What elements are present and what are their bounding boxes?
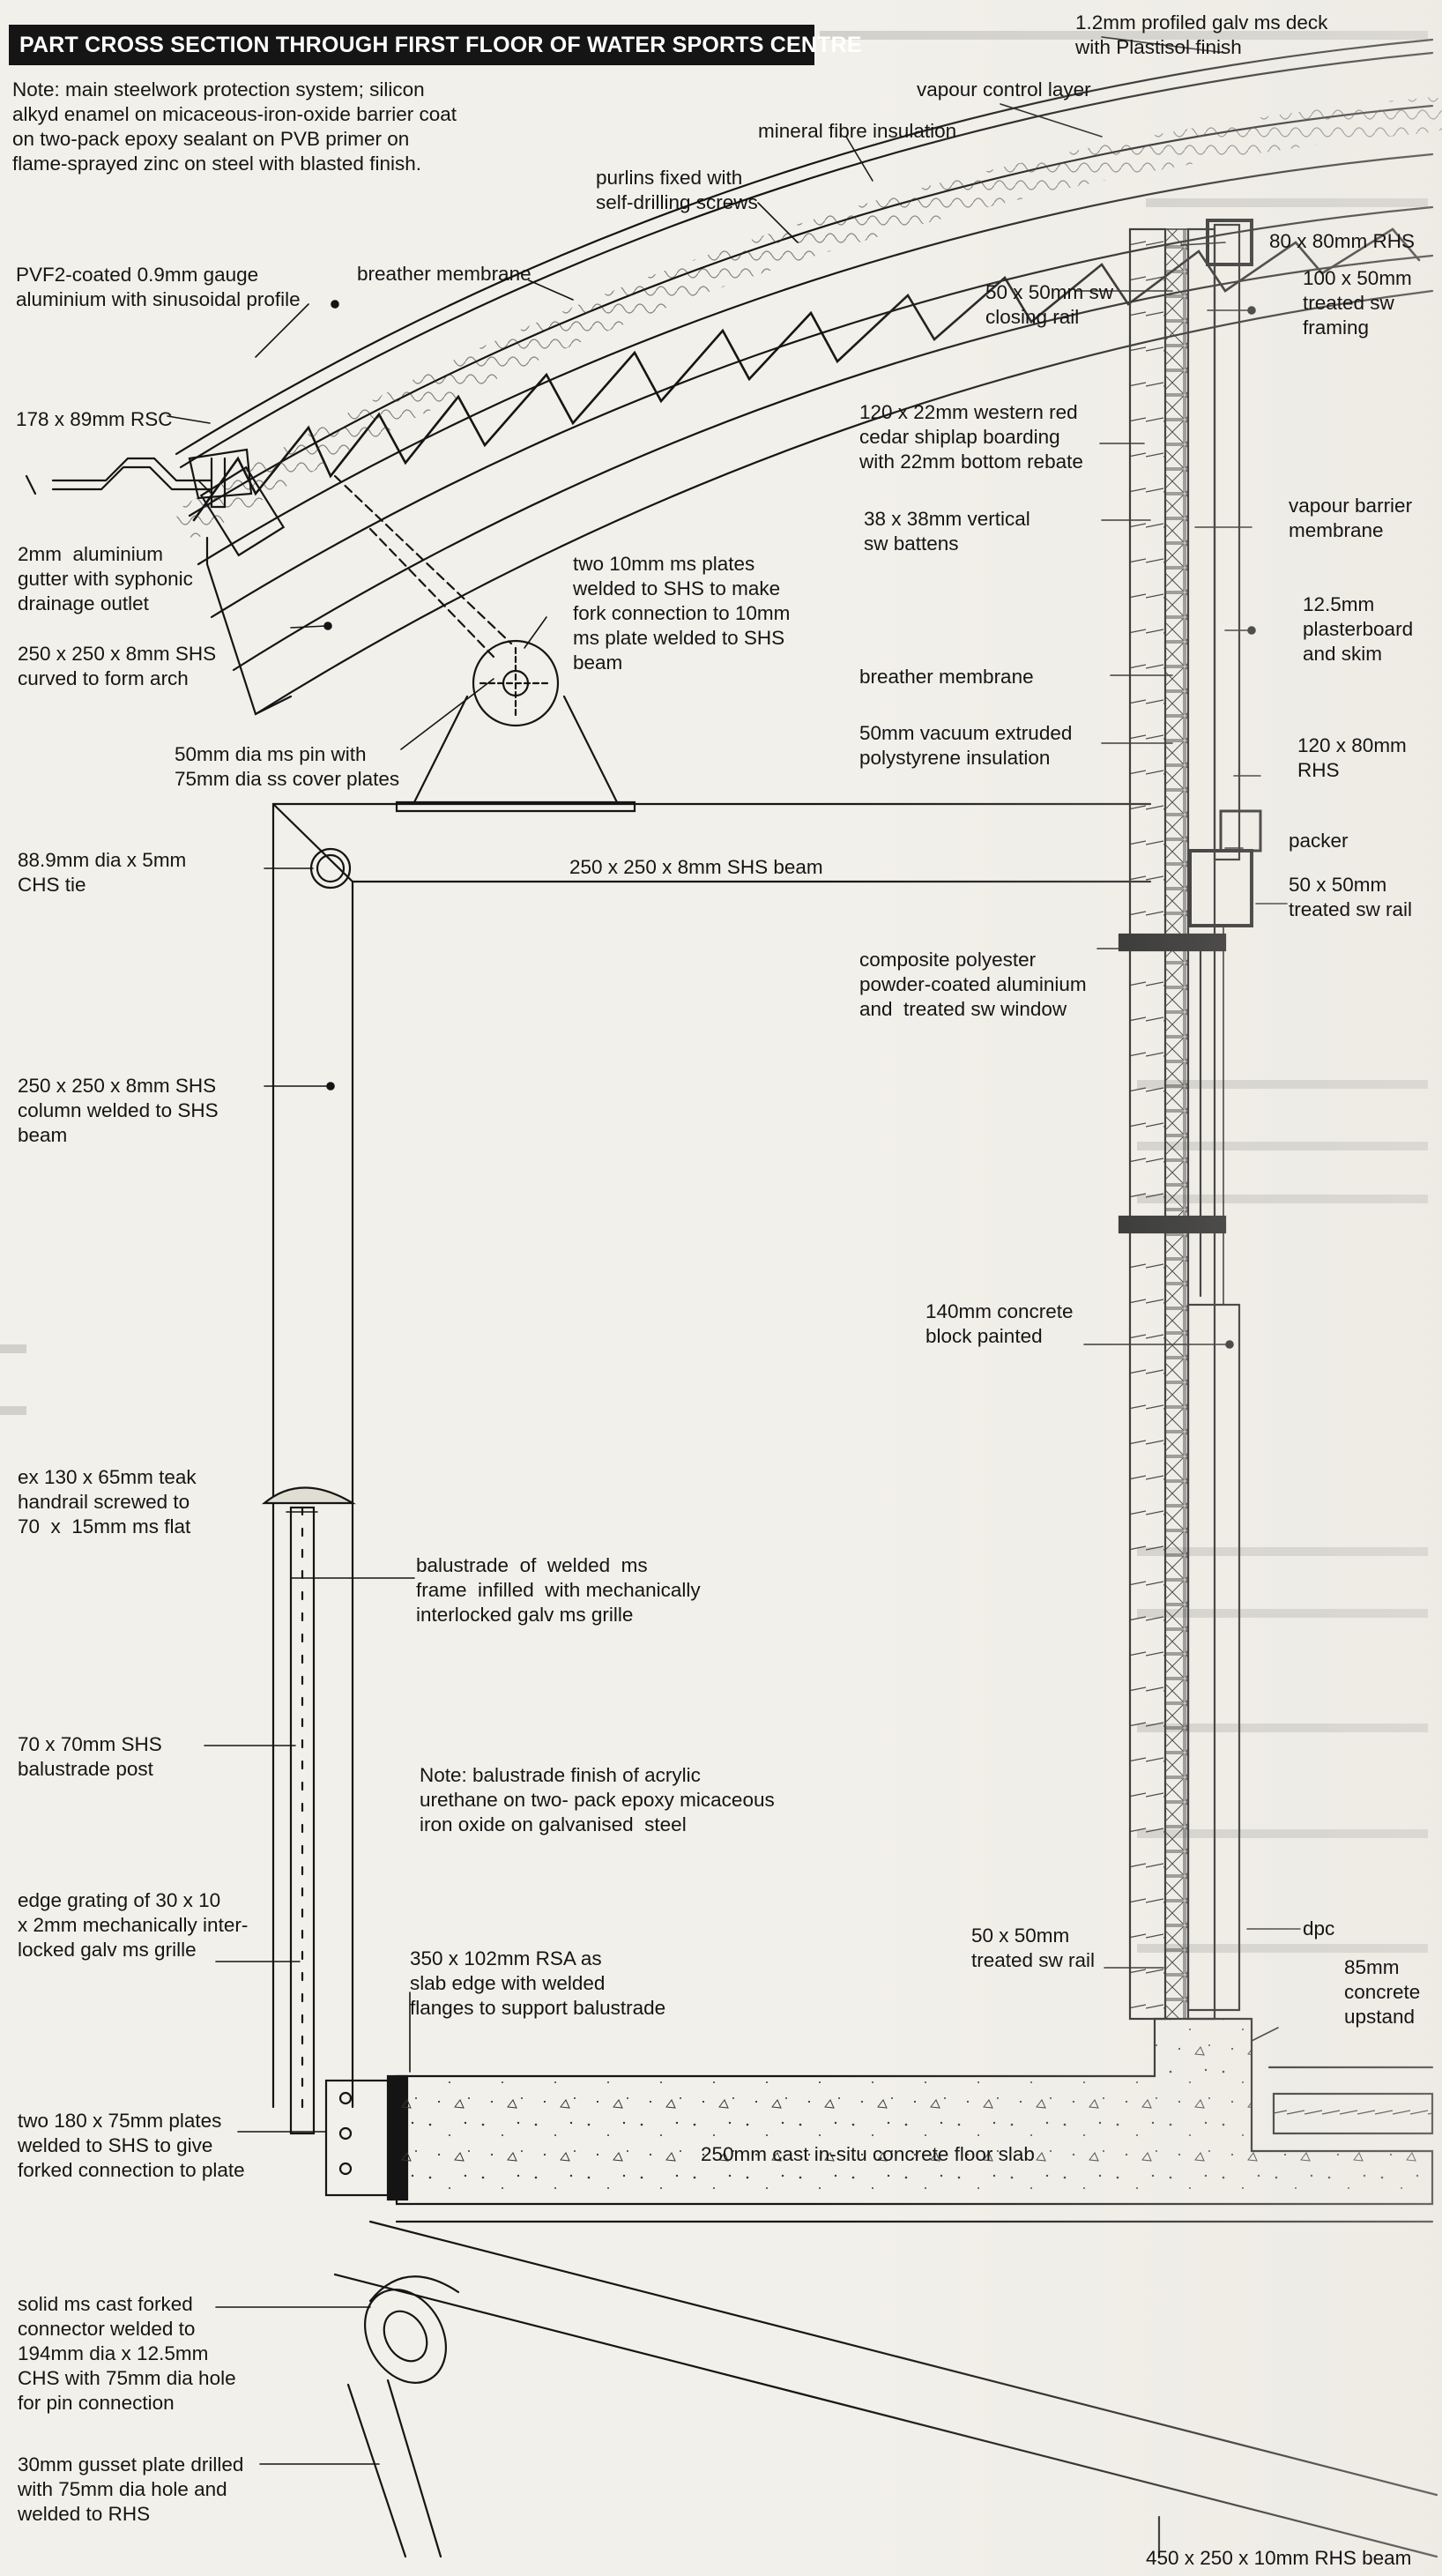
label-battens: 38 x 38mm vertical sw battens bbox=[864, 508, 1030, 555]
balustrade-note: Note: balustrade finish of acrylic ureth… bbox=[420, 1764, 775, 1835]
label-connector: solid ms cast forked connector welded to… bbox=[18, 2293, 236, 2414]
label-polystyrene: 50mm vacuum extruded polystyrene insulat… bbox=[859, 722, 1073, 769]
label-rsc: 178 x 89mm RSC bbox=[16, 408, 173, 430]
label-vapour-barrier: vapour barrier membrane bbox=[1289, 495, 1413, 541]
label-rhs-120: 120 x 80mm RHS bbox=[1297, 734, 1407, 781]
balustrade bbox=[261, 1486, 409, 2201]
drawing-title: PART CROSS SECTION THROUGH FIRST FLOOR O… bbox=[9, 25, 862, 65]
steelwork-note: Note: main steelwork protection system; … bbox=[12, 78, 457, 175]
label-vapour-control: vapour control layer bbox=[917, 78, 1091, 101]
label-rhs-80: 80 x 80mm RHS bbox=[1269, 230, 1416, 252]
lower-connector bbox=[333, 2220, 1438, 2558]
label-post: 70 x 70mm SHS balustrade post bbox=[18, 1733, 162, 1780]
label-slab: 250mm cast in-situ concrete floor slab bbox=[701, 2143, 1035, 2165]
page-edge-tint bbox=[813, 0, 1442, 2576]
label-cedar: 120 x 22mm western red cedar shiplap boa… bbox=[859, 401, 1083, 473]
label-rail-upper: 50 x 50mm treated sw rail bbox=[1289, 874, 1413, 920]
label-gutter: 2mm aluminium gutter with syphonic drain… bbox=[18, 543, 193, 614]
label-upstand: 85mm concrete upstand bbox=[1344, 1956, 1421, 2028]
label-purlins: purlins fixed with self-drilling screws bbox=[596, 167, 758, 213]
label-rsa: 350 x 102mm RSA as slab edge with welded… bbox=[410, 1947, 666, 2019]
steel-frame bbox=[271, 802, 1152, 2109]
pin-connection bbox=[333, 474, 636, 813]
label-pvf2: PVF2-coated 0.9mm gauge aluminium with s… bbox=[16, 264, 301, 310]
label-packer: packer bbox=[1289, 830, 1349, 852]
label-block: 140mm concrete block painted bbox=[925, 1300, 1074, 1347]
roof-build-up bbox=[175, 38, 1442, 716]
label-mineral-fibre: mineral fibre insulation bbox=[758, 120, 957, 142]
label-chs-tie: 88.9mm dia x 5mm CHS tie bbox=[18, 849, 187, 896]
label-plates-180: two 180 x 75mm plates welded to SHS to g… bbox=[18, 2110, 245, 2181]
leader-lines bbox=[167, 36, 1301, 2465]
label-dpc: dpc bbox=[1303, 1917, 1335, 1939]
label-rhs-beam: 450 x 250 x 10mm RHS beam bbox=[1146, 2547, 1412, 2569]
gutter bbox=[25, 448, 253, 509]
label-breather-roof: breather membrane bbox=[357, 263, 531, 285]
floor-slab bbox=[395, 2017, 1434, 2223]
label-grating: edge grating of 30 x 10 x 2mm mechanical… bbox=[18, 1889, 249, 1961]
wall-build-up bbox=[1118, 219, 1262, 2021]
label-handrail: ex 130 x 65mm teak handrail screwed to 7… bbox=[18, 1466, 197, 1537]
label-closing-rail: 50 x 50mm sw closing rail bbox=[985, 281, 1114, 328]
label-shs-beam: 250 x 250 x 8mm SHS beam bbox=[569, 856, 823, 878]
label-deck: 1.2mm profiled galv ms deck with Plastis… bbox=[1075, 11, 1328, 58]
label-rail-lower: 50 x 50mm treated sw rail bbox=[971, 1925, 1096, 1971]
label-window: composite polyester powder-coated alumin… bbox=[859, 949, 1087, 1020]
label-gusset: 30mm gusset plate drilled with 75mm dia … bbox=[18, 2453, 244, 2525]
label-balustrade: balustrade of welded ms frame infilled w… bbox=[416, 1554, 701, 1626]
label-framing: 100 x 50mm treated sw framing bbox=[1303, 267, 1412, 339]
label-shs-column: 250 x 250 x 8mm SHS column welded to SHS… bbox=[18, 1075, 219, 1146]
label-plasterboard: 12.5mm plasterboard and skim bbox=[1303, 593, 1414, 665]
label-pin: 50mm dia ms pin with 75mm dia ss cover p… bbox=[175, 743, 400, 790]
label-breather-wall: breather membrane bbox=[859, 666, 1034, 688]
label-fork-plates: two 10mm ms plates welded to SHS to make… bbox=[573, 553, 791, 674]
label-shs-arch: 250 x 250 x 8mm SHS curved to form arch bbox=[18, 643, 217, 689]
